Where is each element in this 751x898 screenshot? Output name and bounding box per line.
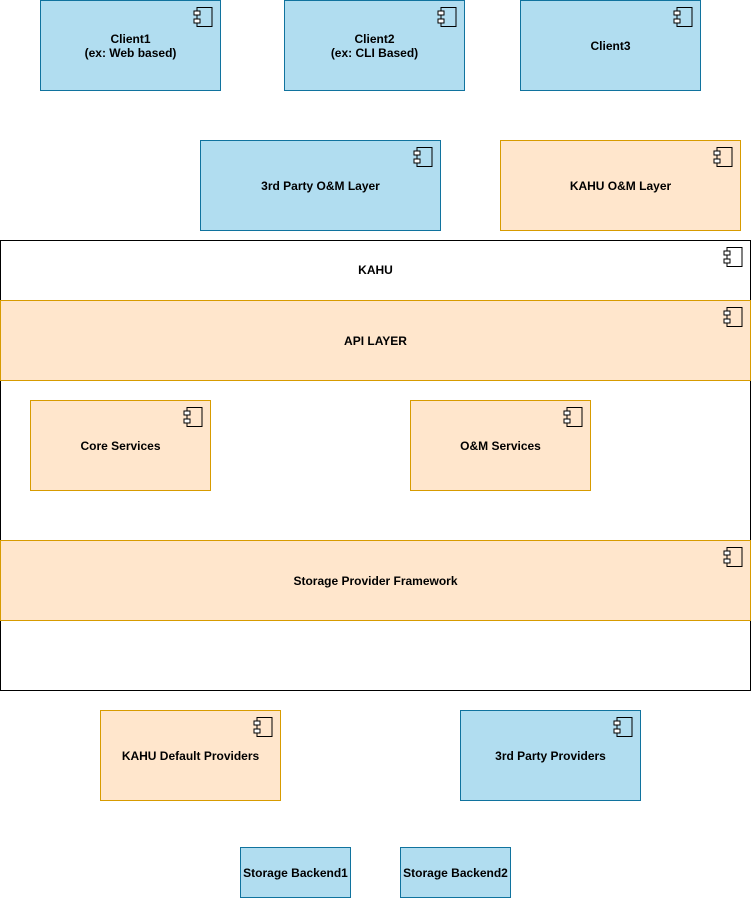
component-icon <box>613 717 633 737</box>
component-icon <box>183 407 203 427</box>
component-icon <box>563 407 583 427</box>
kahu-oam-layer-box[interactable]: KAHU O&M Layer <box>500 140 741 231</box>
component-icon <box>437 7 457 27</box>
client1-label: Client1 (ex: Web based) <box>84 31 177 60</box>
component-icon <box>413 147 433 167</box>
storage-backend2-label: Storage Backend2 <box>403 865 508 880</box>
client2-label: Client2 (ex: CLI Based) <box>330 31 419 60</box>
component-icon <box>673 7 693 27</box>
client3-label: Client3 <box>590 38 631 53</box>
third-party-providers-box[interactable]: 3rd Party Providers <box>460 710 641 801</box>
component-icon <box>713 147 733 167</box>
third-party-oam-layer-label: 3rd Party O&M Layer <box>261 178 380 193</box>
third-party-oam-layer-box[interactable]: 3rd Party O&M Layer <box>200 140 441 231</box>
client2-box[interactable]: Client2 (ex: CLI Based) <box>284 0 465 91</box>
component-icon <box>723 307 743 327</box>
storage-backend1-box[interactable]: Storage Backend1 <box>240 847 351 898</box>
oam-services-label: O&M Services <box>460 438 541 453</box>
third-party-providers-label: 3rd Party Providers <box>495 748 606 763</box>
api-layer-box[interactable]: API LAYER <box>0 300 751 381</box>
kahu-title: KAHU <box>358 263 393 277</box>
storage-provider-framework-label: Storage Provider Framework <box>293 573 458 588</box>
component-icon <box>253 717 273 737</box>
component-icon <box>723 247 743 267</box>
storage-backend2-box[interactable]: Storage Backend2 <box>400 847 511 898</box>
component-icon <box>193 7 213 27</box>
kahu-default-providers-label: KAHU Default Providers <box>121 748 260 763</box>
kahu-default-providers-box[interactable]: KAHU Default Providers <box>100 710 281 801</box>
client1-box[interactable]: Client1 (ex: Web based) <box>40 0 221 91</box>
storage-backend1-label: Storage Backend1 <box>243 865 348 880</box>
core-services-label: Core Services <box>80 438 161 453</box>
api-layer-label: API LAYER <box>344 333 407 348</box>
client3-box[interactable]: Client3 <box>520 0 701 91</box>
storage-provider-framework-box[interactable]: Storage Provider Framework <box>0 540 751 621</box>
kahu-oam-layer-label: KAHU O&M Layer <box>569 178 672 193</box>
core-services-box[interactable]: Core Services <box>30 400 211 491</box>
oam-services-box[interactable]: O&M Services <box>410 400 591 491</box>
component-icon <box>723 547 743 567</box>
